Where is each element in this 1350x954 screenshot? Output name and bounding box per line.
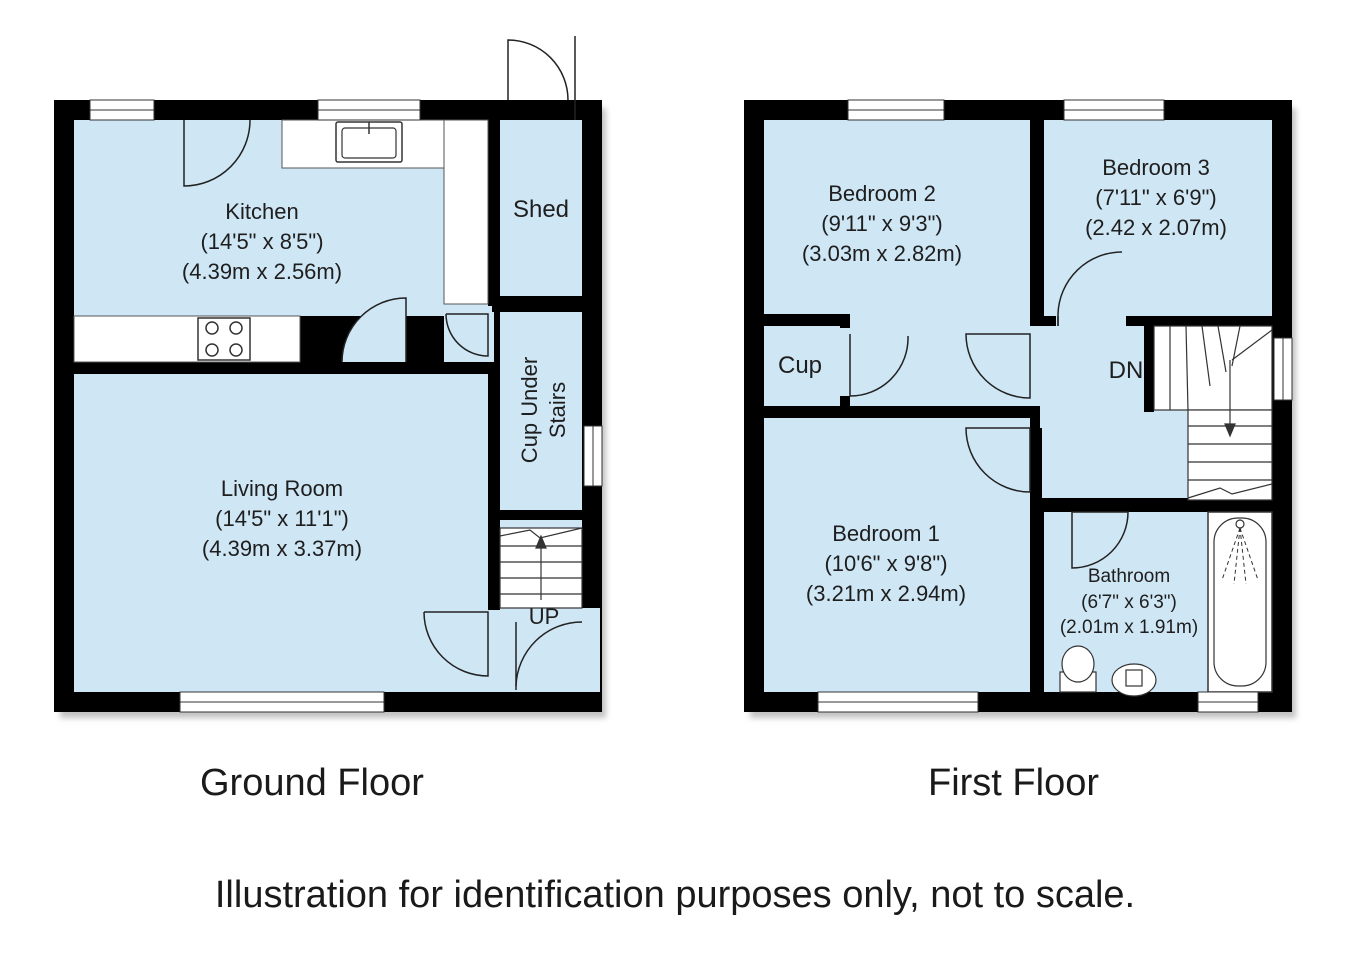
kitchen-worktop-side: [443, 119, 489, 305]
door-icon: [341, 297, 407, 363]
door-icon: [849, 334, 909, 397]
bath-icon: [1207, 511, 1273, 693]
kitchen-worktop-lower: [73, 315, 301, 363]
hob-icon: [197, 317, 251, 361]
living-room-metric: (4.39m x 3.37m): [202, 536, 362, 561]
door-icon: [1071, 511, 1129, 569]
bathroom-name: Bathroom: [1088, 566, 1170, 587]
bedroom-2-room: [764, 120, 1030, 316]
stairs-up-label: UP: [529, 604, 560, 629]
bedroom-1-name: Bedroom 1: [832, 521, 940, 546]
stairs-down-label: DN: [1109, 357, 1144, 384]
first-floor-title: First Floor: [928, 762, 1099, 804]
window-icon: [179, 691, 385, 713]
kitchen-name: Kitchen: [225, 199, 298, 224]
door-icon: [965, 427, 1031, 493]
living-room-imperial: (14'5" x 11'1"): [215, 506, 349, 531]
shed-name: Shed: [513, 196, 569, 223]
disclaimer-text: Illustration for identification purposes…: [214, 874, 1136, 916]
window-icon: [1063, 99, 1165, 121]
bedroom-2-imperial: (9'11" x 9'3"): [821, 211, 942, 236]
toilet-icon: [1059, 645, 1097, 693]
window-icon: [847, 99, 945, 121]
cupboard-under-stairs-room: [500, 312, 582, 512]
ground-floor-plan: Kitchen (14'5" x 8'5") (4.39m x 2.56m) S…: [54, 36, 606, 718]
bedroom-3-metric: (2.42 x 2.07m): [1085, 215, 1227, 240]
bedroom-1-metric: (3.21m x 2.94m): [806, 581, 966, 606]
cupboard-room: [764, 326, 844, 406]
stairs-down: [1153, 325, 1273, 501]
bedroom-2-name: Bedroom 2: [828, 181, 936, 206]
door-icon: [515, 621, 583, 690]
door-icon: [445, 313, 489, 357]
first-floor-plan: Bedroom 2 (9'11" x 9'3") (3.03m x 2.82m)…: [744, 99, 1296, 718]
window-icon: [817, 691, 979, 713]
ground-floor-title: Ground Floor: [200, 762, 424, 804]
bathroom-imperial: (6'7" x 6'3"): [1081, 592, 1177, 613]
cupboard-under-stairs-line2: Stairs: [545, 382, 570, 438]
bedroom-2-metric: (3.03m x 2.82m): [802, 241, 962, 266]
door-icon: [183, 119, 251, 187]
bedroom-1-imperial: (10'6" x 9'8"): [824, 551, 947, 576]
basin-icon: [1111, 663, 1157, 697]
window-icon: [583, 425, 603, 487]
window-icon: [1273, 337, 1293, 401]
door-icon: [965, 333, 1031, 399]
door-icon: [507, 36, 576, 120]
window-icon: [1197, 691, 1259, 713]
cupboard-under-stairs-line1: Cup Under: [517, 357, 542, 463]
door-icon: [1057, 251, 1123, 326]
kitchen-imperial: (14'5" x 8'5"): [200, 229, 323, 254]
living-room-name: Living Room: [221, 476, 343, 501]
cupboard-name: Cup: [778, 352, 822, 379]
window-icon: [89, 99, 155, 121]
shed-room: [500, 120, 582, 296]
door-icon: [423, 611, 489, 677]
window-icon: [317, 99, 421, 121]
kitchen-metric: (4.39m x 2.56m): [182, 259, 342, 284]
stairs-up: [499, 527, 583, 609]
bedroom-3-imperial: (7'11" x 6'9"): [1095, 185, 1216, 210]
bedroom-3-name: Bedroom 3: [1102, 155, 1210, 180]
bathroom-metric: (2.01m x 1.91m): [1060, 617, 1198, 638]
